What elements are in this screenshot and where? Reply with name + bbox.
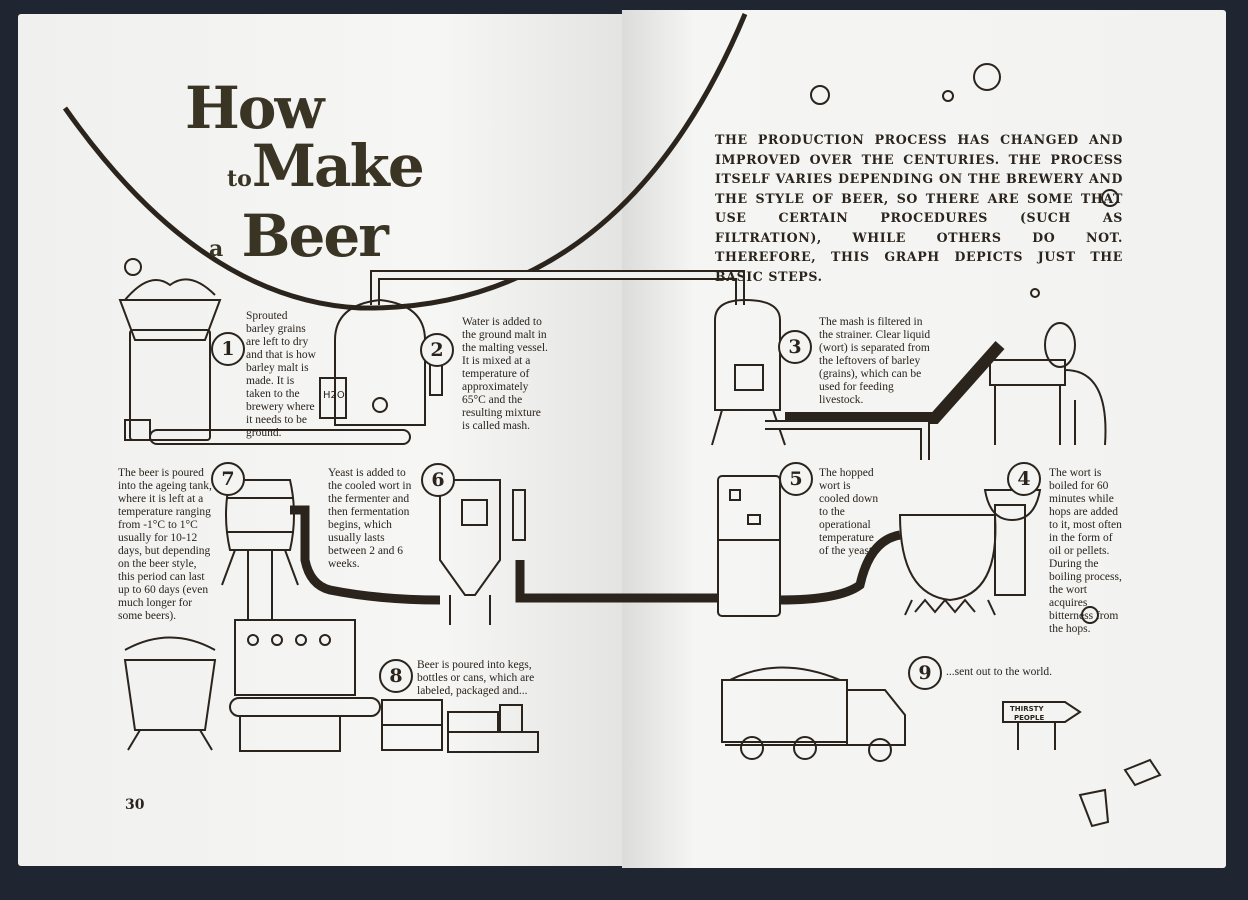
signpost xyxy=(1002,701,1082,750)
bubble-icon xyxy=(124,258,142,276)
step-3-text: The mash is filtered in the strainer. Cl… xyxy=(819,316,931,406)
step-4-text: The wort is boiled for 60 minutes while … xyxy=(1049,467,1122,635)
step-number-3: 3 xyxy=(778,330,812,364)
packaged-boxes xyxy=(381,699,539,753)
decorative-arc xyxy=(62,13,748,311)
step-8-text: Beer is poured into kegs, bottles or can… xyxy=(417,659,535,697)
step-number-7: 7 xyxy=(211,462,245,496)
step-number-2: 2 xyxy=(420,333,454,367)
hose xyxy=(290,505,441,605)
grain-mill-machine xyxy=(118,278,222,441)
step-9-text: ...sent out to the world. xyxy=(946,666,1053,678)
step-number-9: 9 xyxy=(908,656,942,690)
title-line-3: Beer xyxy=(241,202,388,270)
page-title: How toMake a Beer xyxy=(185,74,425,278)
malting-vessel xyxy=(319,298,443,426)
hose xyxy=(515,560,718,603)
ageing-barrel xyxy=(221,479,299,621)
pipe xyxy=(370,270,745,305)
step-2-text: Water is added to the ground malt in the… xyxy=(462,316,548,432)
glass-and-bottle-icon xyxy=(1078,758,1162,828)
title-line-1: How xyxy=(185,74,324,142)
bubble-icon xyxy=(1030,288,1040,298)
bubble-icon xyxy=(942,90,954,102)
bubble-icon xyxy=(973,63,1001,91)
cooler-fridge xyxy=(717,475,781,617)
h2o-label: H2O xyxy=(323,390,345,401)
step-6-text: Yeast is added to the cooled wort in the… xyxy=(328,467,412,570)
title-small-to: to xyxy=(227,166,252,192)
step-number-4: 4 xyxy=(1007,462,1041,496)
step-number-6: 6 xyxy=(421,463,455,497)
grain-conveyor xyxy=(785,341,1005,424)
step-7-text: The beer is poured into the ageing tank,… xyxy=(118,467,212,622)
hose xyxy=(779,530,902,605)
delivery-truck xyxy=(721,666,906,762)
bubble-icon xyxy=(1081,606,1099,624)
page-number: 30 xyxy=(125,797,145,813)
intro-paragraph: The production process has changed and i… xyxy=(715,132,1123,284)
title-line-2: Make xyxy=(251,132,425,200)
bubble-icon xyxy=(810,85,830,105)
fermenter-tank xyxy=(439,479,526,625)
cow-illustration xyxy=(989,322,1107,446)
step-number-5: 5 xyxy=(779,462,813,496)
step-1-text: Sprouted barley grains are left to dry a… xyxy=(246,310,316,439)
pipe xyxy=(765,420,930,460)
step-number-8: 8 xyxy=(379,659,413,693)
bottling-machine xyxy=(123,619,381,752)
title-small-a: a xyxy=(209,236,224,262)
conveyor-belt xyxy=(149,429,411,445)
svg-text:PEOPLE: PEOPLE xyxy=(1014,714,1044,722)
bubble-icon xyxy=(1101,189,1119,207)
step-5-text: The hopped wort is cooled down to the op… xyxy=(819,467,879,557)
sign-label: THIRSTY xyxy=(1010,705,1044,713)
step-number-1: 1 xyxy=(211,332,245,366)
boiling-kettle xyxy=(898,489,1042,616)
